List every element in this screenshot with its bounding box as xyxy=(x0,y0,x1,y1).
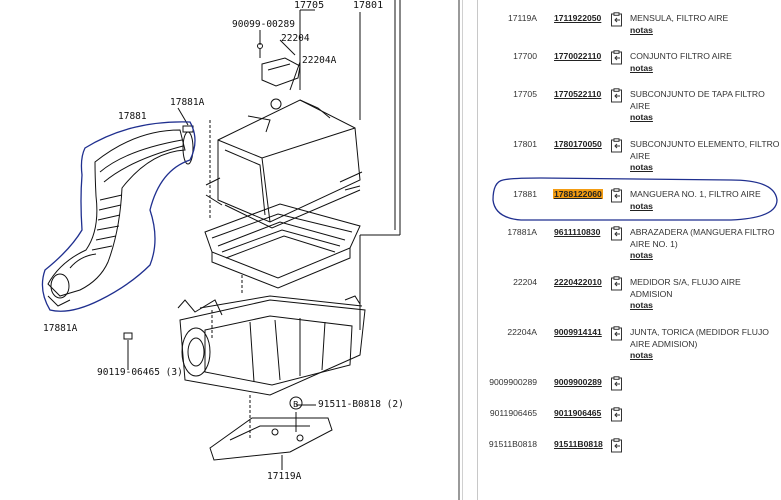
divider-line-light xyxy=(462,0,463,500)
part-description: MEDIDOR S/A, FLUJO AIRE ADMISION xyxy=(630,277,741,299)
part-ref: 17119A xyxy=(508,13,537,23)
clipboard-arrow-icon[interactable] xyxy=(610,407,624,422)
part-ref: 17801 xyxy=(513,139,537,149)
clipboard-arrow-icon[interactable] xyxy=(610,276,624,291)
part-number-link[interactable]: 1770022110 xyxy=(554,51,602,61)
part-description: ABRAZADERA (MANGUERA FILTRO AIRE NO. 1) xyxy=(630,227,775,249)
part-ref: 17881 xyxy=(513,189,537,199)
part-number-link[interactable]: 9611110830 xyxy=(554,227,601,237)
part-ref: 17881A xyxy=(507,227,537,237)
part-ref: 22204A xyxy=(507,327,537,337)
label-22204: 22204 xyxy=(281,33,310,44)
label-17881A-bottom: 17881A xyxy=(43,323,78,334)
label-22204A: 22204A xyxy=(302,55,337,66)
part-number-link[interactable]: 91511B0818 xyxy=(554,439,603,449)
divider-line xyxy=(458,0,460,500)
notes-link[interactable]: notas xyxy=(630,201,653,211)
notes-link[interactable]: notas xyxy=(630,250,653,260)
parts-list: 17119A 1711922050 MENSULA, FILTRO AIRE n… xyxy=(481,0,781,500)
part-number-link[interactable]: 9009914141 xyxy=(554,327,602,337)
part-ref: 17700 xyxy=(513,51,537,61)
part-ref: 22204 xyxy=(513,277,537,287)
clipboard-arrow-icon[interactable] xyxy=(610,88,624,103)
clipboard-arrow-icon[interactable] xyxy=(610,376,624,391)
diagram-drawing: B xyxy=(47,0,401,470)
label-17881: 17881 xyxy=(118,111,147,122)
notes-link[interactable]: notas xyxy=(630,25,653,35)
part-description: SUBCONJUNTO ELEMENTO, FILTRO AIRE xyxy=(630,139,780,161)
notes-link[interactable]: notas xyxy=(630,162,653,172)
hose-annotation xyxy=(41,121,196,312)
part-number-link[interactable]: 1780170050 xyxy=(554,139,602,149)
part-ref: 91511B0818 xyxy=(488,439,537,449)
part-ref: 17705 xyxy=(513,89,537,99)
label-17119A: 17119A xyxy=(267,471,302,482)
clipboard-arrow-icon[interactable] xyxy=(610,12,624,27)
part-number-link[interactable]: 1711922050 xyxy=(554,13,602,23)
notes-link[interactable]: notas xyxy=(630,350,653,360)
part-number-link[interactable]: 9009900289 xyxy=(554,377,602,387)
part-description: JUNTA, TORICA (MEDIDOR FLUJO AIRE ADMISI… xyxy=(630,327,769,349)
part-number-link[interactable]: 1770522110 xyxy=(554,89,602,99)
clipboard-arrow-icon[interactable] xyxy=(610,438,624,453)
label-17881A-top: 17881A xyxy=(170,97,205,108)
clipboard-arrow-icon[interactable] xyxy=(610,226,624,241)
part-number-link[interactable]: 2220422010 xyxy=(554,277,602,287)
part-number-link[interactable]: 9011906465 xyxy=(554,408,602,418)
b-marker-label: B xyxy=(293,400,299,409)
clipboard-arrow-icon[interactable] xyxy=(610,188,624,203)
clipboard-arrow-icon[interactable] xyxy=(610,50,624,65)
notes-link[interactable]: notas xyxy=(630,63,653,73)
part-description: MENSULA, FILTRO AIRE xyxy=(630,13,729,23)
label-17801: 17801 xyxy=(353,0,384,11)
part-description: SUBCONJUNTO DE TAPA FILTRO AIRE xyxy=(630,89,765,111)
divider-line-right xyxy=(477,0,478,500)
clipboard-arrow-icon[interactable] xyxy=(610,138,624,153)
label-91511-B0818: 91511-B0818 (2) xyxy=(318,399,404,410)
pane-divider[interactable] xyxy=(455,0,481,500)
label-90099-00289: 90099-00289 xyxy=(232,19,295,30)
parts-diagram: B 17705 17801 90099-00289 22204 22204A 1… xyxy=(41,0,404,482)
notes-link[interactable]: notas xyxy=(630,300,653,310)
label-90119-06465: 90119-06465 (3) xyxy=(97,367,183,378)
label-17705: 17705 xyxy=(294,0,325,11)
part-description: CONJUNTO FILTRO AIRE xyxy=(630,51,732,61)
part-ref: 9011906465 xyxy=(489,408,537,418)
part-number-link-highlighted[interactable]: 1788122060 xyxy=(553,189,603,199)
part-ref: 9009900289 xyxy=(489,377,537,387)
notes-link[interactable]: notas xyxy=(630,112,653,122)
clipboard-arrow-icon[interactable] xyxy=(610,326,624,341)
part-description: MANGUERA NO. 1, FILTRO AIRE xyxy=(630,189,761,199)
